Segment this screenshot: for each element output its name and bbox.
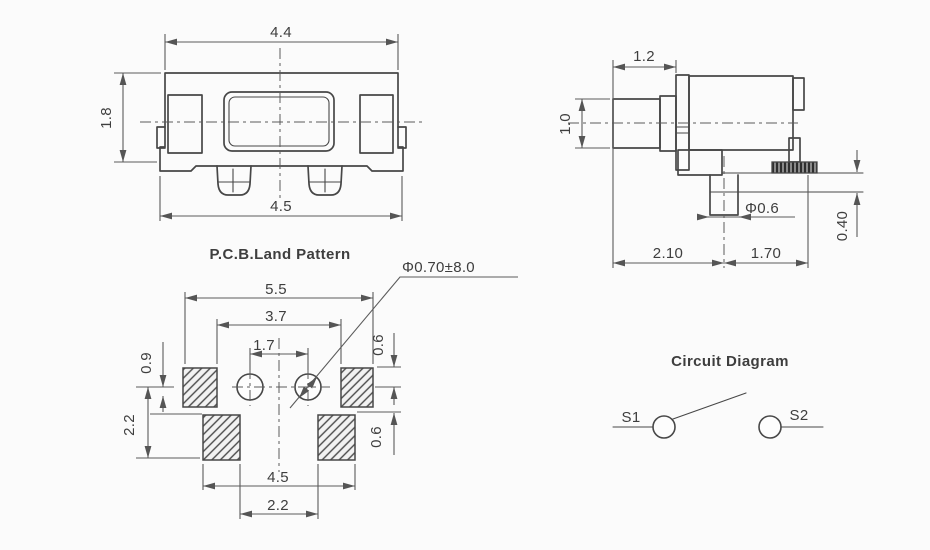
side-view-bottom-bracket — [677, 149, 723, 176]
land-pattern-pad-top-right — [340, 367, 374, 408]
front-view-side-nubs — [156, 126, 407, 149]
land-pattern-hole-callout: Φ0.70±8.0 — [289, 259, 518, 409]
side-view-dim-bottom-left-label: 2.10 — [653, 245, 683, 262]
land-pattern-pad-top-left — [182, 367, 218, 408]
front-view-outline — [156, 72, 407, 172]
front-view-dim-bottom-width-label: 4.5 — [270, 198, 292, 215]
land-pattern-pad-bottom-right — [317, 414, 356, 461]
land-pattern-dim-bottom-pads-gap-label: 2.2 — [267, 497, 289, 514]
side-view-dim-pin-diameter-label: Φ0.6 — [745, 200, 779, 217]
circuit-diagram-title: Circuit Diagram — [671, 353, 789, 370]
circuit-switch-lever — [672, 392, 747, 420]
side-view-centerlines — [568, 122, 798, 268]
land-pattern-pad-bottom-left — [202, 414, 241, 461]
side-view-seating-lines — [709, 172, 864, 193]
land-pattern-hole-callout-label: Φ0.70±8.0 — [402, 259, 475, 276]
side-view-dim-knob-height-label: 1.0 — [557, 113, 574, 135]
land-pattern-dim-bottom-pads-width-label: 4.5 — [267, 469, 289, 486]
pcb-land-pattern: P.C.B.Land Pattern Φ0.70±8.0 — [121, 246, 518, 519]
side-view-dim-knob-protrusion-label: 1.2 — [633, 48, 655, 65]
side-view-flange-slot — [675, 126, 690, 134]
side-view-top-tab — [792, 77, 805, 111]
side-view-body — [688, 75, 794, 151]
land-pattern-dim-overall-width-label: 5.5 — [265, 281, 287, 298]
land-pattern-dim-right-top-label: 0.6 — [370, 334, 387, 356]
land-pattern-dim-hole-pitch-label: 1.7 — [253, 337, 275, 354]
front-view-dim-height-label: 1.8 — [98, 107, 115, 129]
land-pattern-dimensions: 5.5 3.7 1.7 0.9 2.2 0.6 0.6 4.5 2.2 — [121, 281, 401, 519]
front-view-left-tab — [167, 94, 203, 154]
front-view: 4.4 1.8 4.5 — [98, 24, 422, 221]
front-view-dimensions: 4.4 1.8 4.5 — [98, 24, 403, 221]
side-view-dim-standoff-label: 0.40 — [834, 211, 851, 241]
side-view-dim-bottom-right-label: 1.70 — [751, 245, 781, 262]
side-view: 1.2 1.0 Φ0.6 0.40 2.10 1.70 — [557, 48, 864, 268]
circuit-terminal-s2-label: S2 — [790, 407, 809, 424]
land-pattern-title: P.C.B.Land Pattern — [209, 246, 350, 263]
front-view-right-tab — [359, 94, 394, 154]
side-view-knurled-terminal — [771, 161, 818, 174]
circuit-terminal-s1 — [652, 415, 676, 439]
front-view-centerlines — [140, 48, 422, 202]
circuit-terminal-s2 — [758, 415, 782, 439]
land-pattern-dim-inner-width-label: 3.7 — [265, 308, 287, 325]
side-view-dimensions: 1.2 1.0 Φ0.6 0.40 2.10 1.70 — [557, 48, 861, 268]
front-view-terminal-feet — [216, 165, 343, 196]
circuit-diagram: Circuit Diagram S1 S2 — [612, 353, 824, 439]
land-pattern-dim-left-height-label: 2.2 — [121, 414, 138, 436]
front-view-dim-top-width-label: 4.4 — [270, 24, 292, 41]
land-pattern-dim-pad-offset-label: 0.9 — [138, 352, 155, 374]
circuit-terminal-s1-label: S1 — [622, 409, 641, 426]
land-pattern-centerlines — [232, 338, 330, 472]
land-pattern-dim-right-bottom-label: 0.6 — [368, 426, 385, 448]
